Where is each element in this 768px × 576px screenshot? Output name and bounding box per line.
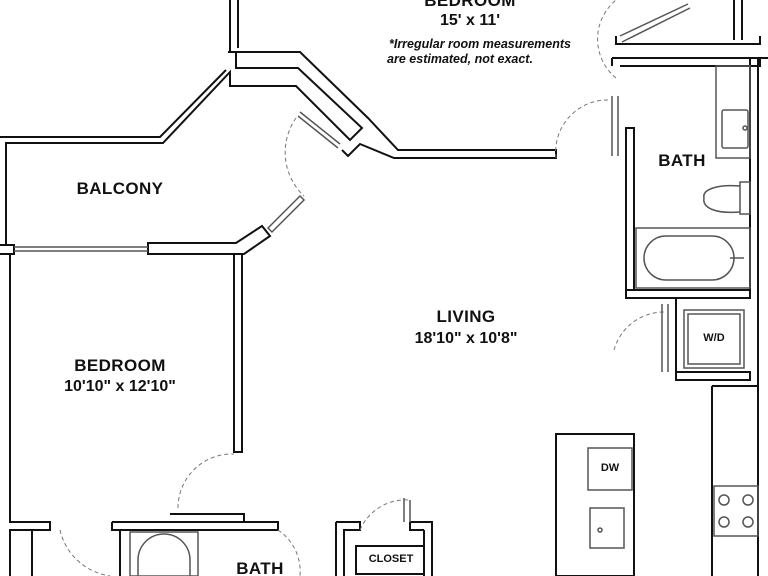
wall-bath-bottom-right (625, 289, 751, 299)
wall-bedroom-bottom-right (170, 513, 245, 523)
kitchen-island (555, 433, 635, 576)
bath-right-fixtures (635, 65, 751, 369)
door-swing-bedroom (177, 453, 235, 509)
door-swing-bath-bottom (59, 529, 111, 576)
slider-door-frame (266, 194, 306, 234)
wall-upper-diagonal-inner (236, 51, 557, 159)
washer-dryer-label: W/D (703, 332, 725, 344)
room-size-living: 18'10" x 10'8" (414, 330, 518, 347)
washer-dryer-inner (687, 313, 741, 365)
measurement-note-line2: are estimated, not exact. (387, 52, 533, 66)
door-panel-bath (611, 96, 619, 156)
wall-closet-right (409, 521, 433, 576)
door-panels (297, 3, 691, 522)
room-size-bedroom-left: 10'10" x 12'10" (64, 378, 176, 395)
wall-bath-left (625, 127, 635, 291)
room-name-living: LIVING (436, 307, 496, 326)
sink-icon (721, 109, 749, 149)
door-swing-wd (613, 311, 667, 351)
door-swing-bedroom-top (597, 0, 680, 79)
wall-right-top (615, 36, 761, 45)
wall-top-stub (229, 0, 239, 52)
door-swing-icon (59, 0, 680, 576)
bath-bottom-fixtures (129, 531, 199, 576)
door-swing-balcony (284, 117, 305, 197)
wall-bedroom-left (9, 254, 51, 576)
burner-2 (742, 494, 754, 506)
toilet-tank (739, 181, 751, 215)
closet-box (355, 545, 425, 575)
door-panel-balcony (297, 111, 341, 149)
door-swing-bath-right (555, 99, 611, 159)
room-size-bedroom-top: 15' x 11' (439, 12, 501, 29)
wall-top-right-stub (733, 0, 743, 40)
measurement-note-line1: *Irregular room measurements (388, 37, 571, 51)
wall-bath-top (620, 58, 761, 67)
burner-4 (742, 516, 754, 528)
dishwasher-box (587, 447, 633, 491)
wall-right-upper (611, 57, 768, 66)
slider-glass (14, 246, 148, 252)
wall-balcony-right (147, 224, 272, 255)
wall-balcony-top (0, 69, 227, 138)
kitchen-sink-icon (589, 507, 625, 549)
dishwasher-label: DW (600, 462, 620, 474)
door-swing-closet (359, 499, 411, 531)
wall-wd (668, 297, 751, 381)
wall-upper-diagonal (5, 51, 364, 245)
sink-drain (742, 125, 748, 131)
kitchen-fixtures (587, 447, 759, 549)
bathtub-bottom-basin (137, 533, 191, 576)
room-name-balcony: BALCONY (76, 179, 164, 198)
room-name-bedroom-top: BEDROOM (424, 0, 516, 10)
balcony-slider (14, 194, 306, 252)
room-name-bath-right: BATH (658, 151, 706, 170)
vanity (715, 65, 751, 159)
kitchen-counter (711, 385, 758, 576)
bathtub-bottom (129, 531, 199, 576)
washer-dryer-box (683, 309, 745, 369)
door-panel-top (619, 3, 691, 43)
door-panel-closet (403, 498, 411, 522)
burner-1 (718, 494, 730, 506)
kitchen-sink-drain (597, 527, 603, 533)
toilet-icon (703, 184, 741, 214)
tub-basin (643, 235, 735, 281)
wall-bedroom-right (233, 253, 243, 453)
bathtub-icon (635, 227, 751, 289)
wall-balcony-left (0, 244, 15, 255)
door-panel-wd (661, 304, 669, 372)
room-name-bedroom-left: BEDROOM (74, 356, 166, 375)
room-name-closet: CLOSET (368, 553, 414, 565)
burner-3 (718, 516, 730, 528)
room-name-bath-bottom: BATH (236, 559, 284, 576)
wall-right-edge (749, 58, 759, 576)
cooktop-icon (713, 485, 759, 537)
